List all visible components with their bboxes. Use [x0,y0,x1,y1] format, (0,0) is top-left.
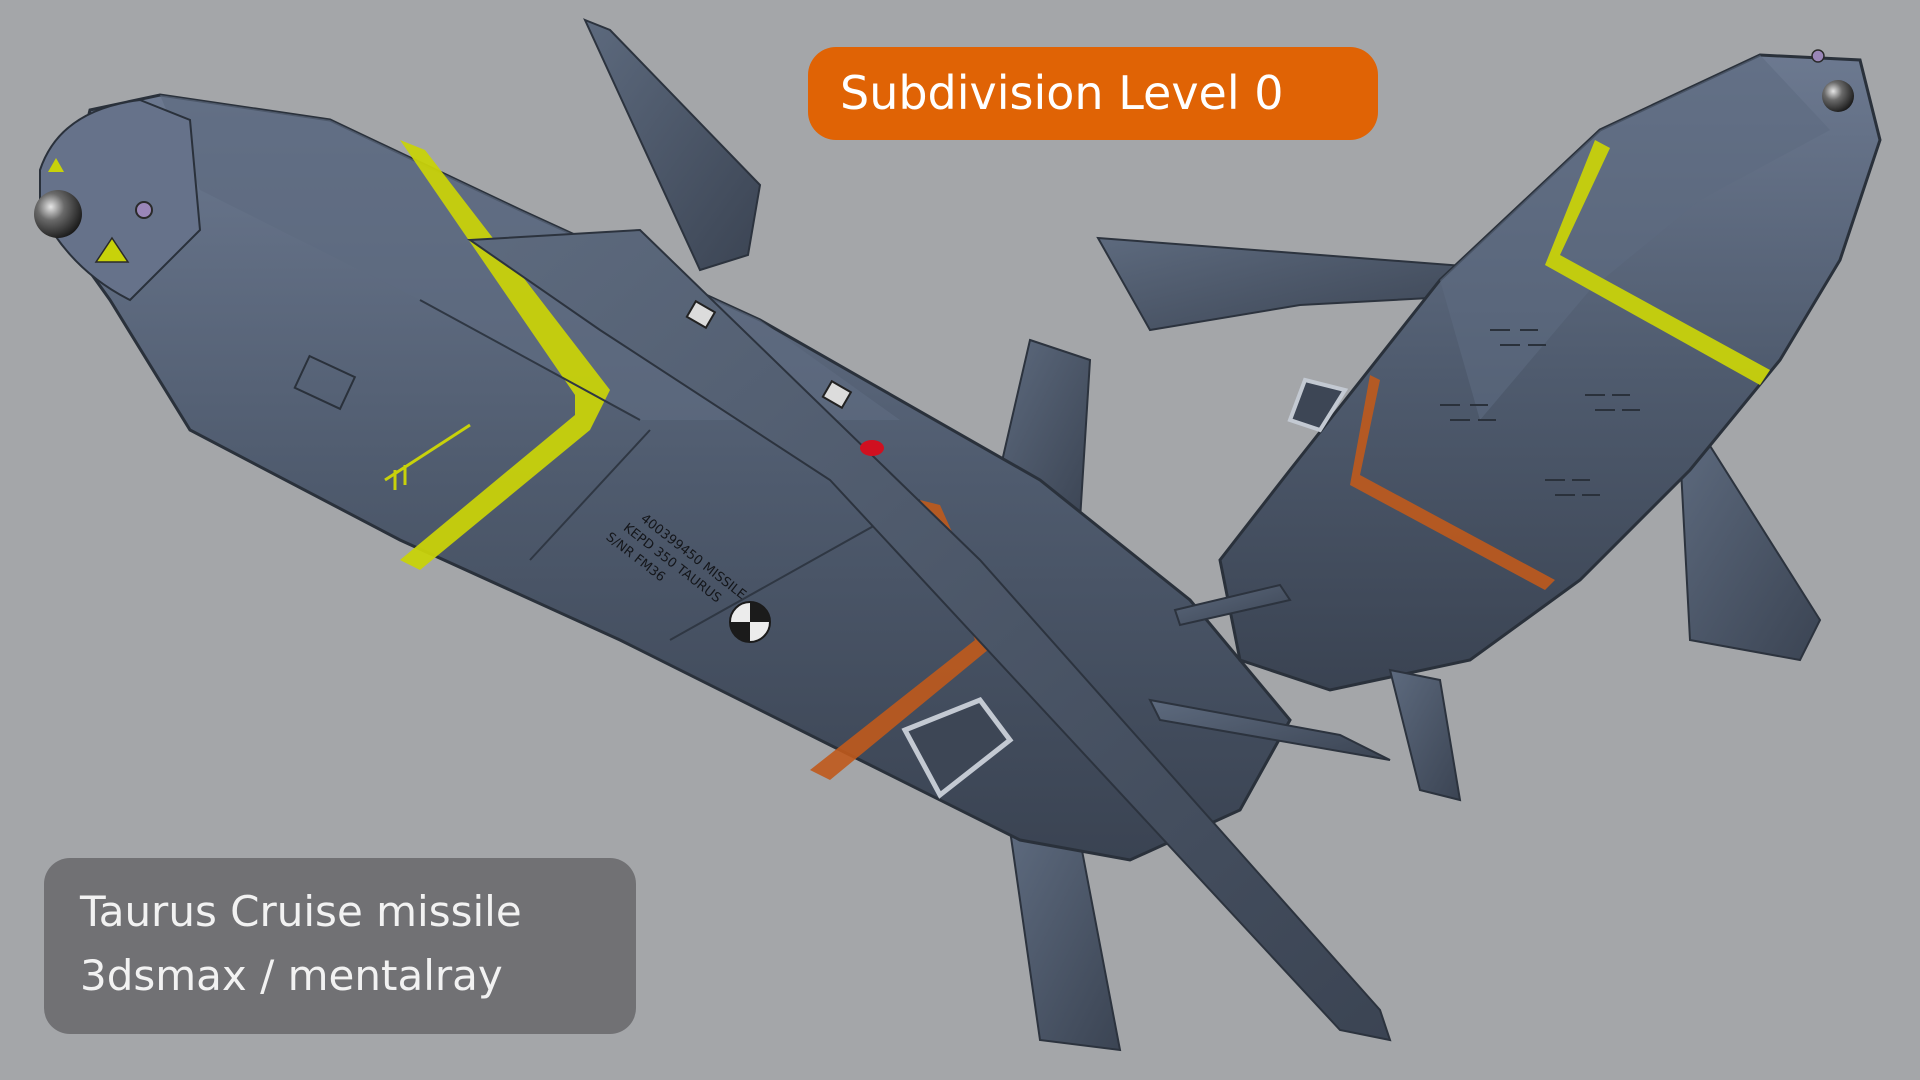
missile-body-small-facet [1440,55,1830,420]
fin-mid-lower [1148,698,1391,761]
wing-fitting [821,379,853,410]
subdivision-level-badge: Subdivision Level 0 [808,47,1378,140]
panel-line [529,429,651,561]
fin-right [1678,428,1822,662]
sensor-port-icon [135,201,153,219]
wing-long [467,228,1392,1042]
stripe-orange-small [1350,375,1555,590]
fin-bottom-small [1388,668,1462,802]
seeker-sphere-small [1822,80,1854,112]
fin-side [1096,236,1492,332]
caption-title: Taurus Cruise missile [80,887,522,936]
yellow-marking [384,423,471,490]
warning-triangle-small-icon [48,158,64,172]
seeker-sphere [34,190,82,238]
panel-line [419,299,641,421]
caption-software: 3dsmax / mentalray [80,951,503,1000]
air-intake [901,696,1014,799]
fin-left-small [1173,583,1292,627]
stripe-yellow [400,140,610,570]
fin-top [583,18,762,272]
red-light-icon [860,440,884,456]
missile-body-small [1218,53,1882,692]
stripe-yellow-small [1545,140,1770,385]
missile-small [1096,49,1882,802]
air-intake-small [1287,377,1349,433]
panel-vents [1440,329,1640,496]
wing-fitting [685,299,717,330]
missile-large: 400399450 MISSILE KEPD 350 TAURUS S/NR F… [34,18,1392,1052]
subdivision-level-label: Subdivision Level 0 [840,66,1284,120]
warning-triangle-icon [94,236,130,263]
fin-rear-lower [1008,828,1122,1052]
access-hatch [293,354,357,411]
caption-box: Taurus Cruise missile 3dsmax / mentalray [44,858,636,1034]
alignment-target-icon [729,601,771,643]
nose-cone [39,98,202,302]
sensor-port-small-icon [1811,49,1825,63]
